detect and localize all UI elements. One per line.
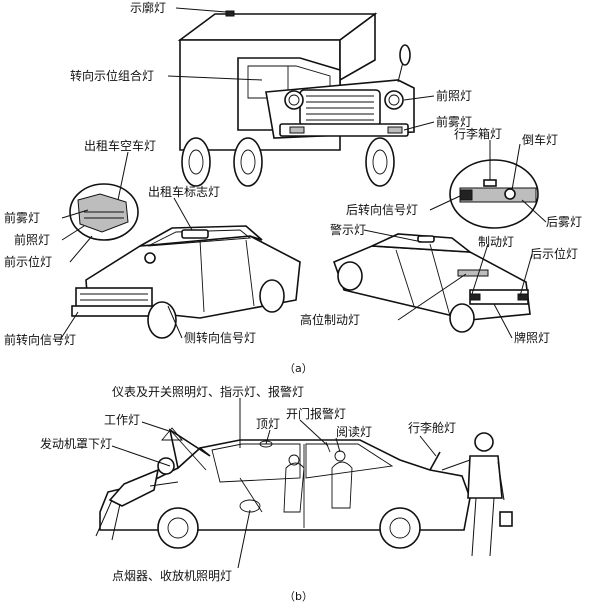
label-hood-lamp: 发动机罩下灯 [40,436,112,451]
label-dome-lamp: 顶灯 [256,417,280,431]
part-a: 示廓灯 转向示位组合灯 前照灯 前雾灯 出租车空车灯 行李箱灯 倒车灯 出租车标… [4,0,582,375]
taxi-front-illustration [69,183,301,339]
part-b: 仪表及开关照明灯、指示灯、报警灯 工作灯 开门报警灯 顶灯 行李舱灯 阅读灯 发… [40,384,513,603]
label-taxi-sign-lamp: 出租车标志灯 [148,184,220,199]
label-door-alarm-lamp: 开门报警灯 [286,406,346,421]
label-turn-position-combo-lamp: 转向示位组合灯 [70,68,154,83]
leader-lines-a [59,7,547,341]
label-work-lamp: 工作灯 [104,413,140,427]
label-headlamp: 前照灯 [436,88,472,103]
label-warning-lamp: 警示灯 [330,222,366,237]
label-instrument-switch-lamps: 仪表及开关照明灯、指示灯、报警灯 [112,384,304,399]
truck-illustration [177,10,415,187]
label-license-plate-lamp: 牌照灯 [514,331,550,345]
label-front-fog-lamp: 前雾灯 [436,114,472,129]
label-front-position-lamp: 前示位灯 [4,254,52,269]
label-reading-lamp: 阅读灯 [336,425,372,439]
leader-lines-b [111,398,437,569]
label-rear-turn-signal-lamp: 后转向信号灯 [346,202,418,217]
sedan-cutaway-illustration [99,428,471,549]
caption-b: （b） [284,590,313,603]
label-front-fog-lamp-inset: 前雾灯 [4,210,40,225]
label-clearance-lamp: 示廓灯 [130,0,166,15]
label-front-turn-signal-lamp: 前转向信号灯 [4,332,76,347]
label-taxi-vacancy-lamp: 出租车空车灯 [84,138,156,153]
label-side-turn-signal-lamp: 侧转向信号灯 [184,330,256,345]
label-rear-fog-lamp: 后雾灯 [546,215,582,229]
caption-a: （a） [284,362,313,375]
label-lighter-radio-lamp: 点烟器、收放机照明灯 [112,568,232,583]
label-headlamp-inset: 前照灯 [14,232,50,247]
label-reversing-lamp: 倒车灯 [522,132,558,147]
label-luggage-compartment-lamp: 行李箱灯 [454,126,502,141]
label-rear-position-lamp: 后示位灯 [530,246,578,261]
mechanic-figure [95,427,183,541]
label-brake-lamp: 制动灯 [478,235,514,249]
label-high-mounted-brake-lamp: 高位制动灯 [300,312,360,327]
label-trunk-lamp: 行李舱灯 [408,420,456,435]
person-at-trunk-figure [441,432,513,557]
